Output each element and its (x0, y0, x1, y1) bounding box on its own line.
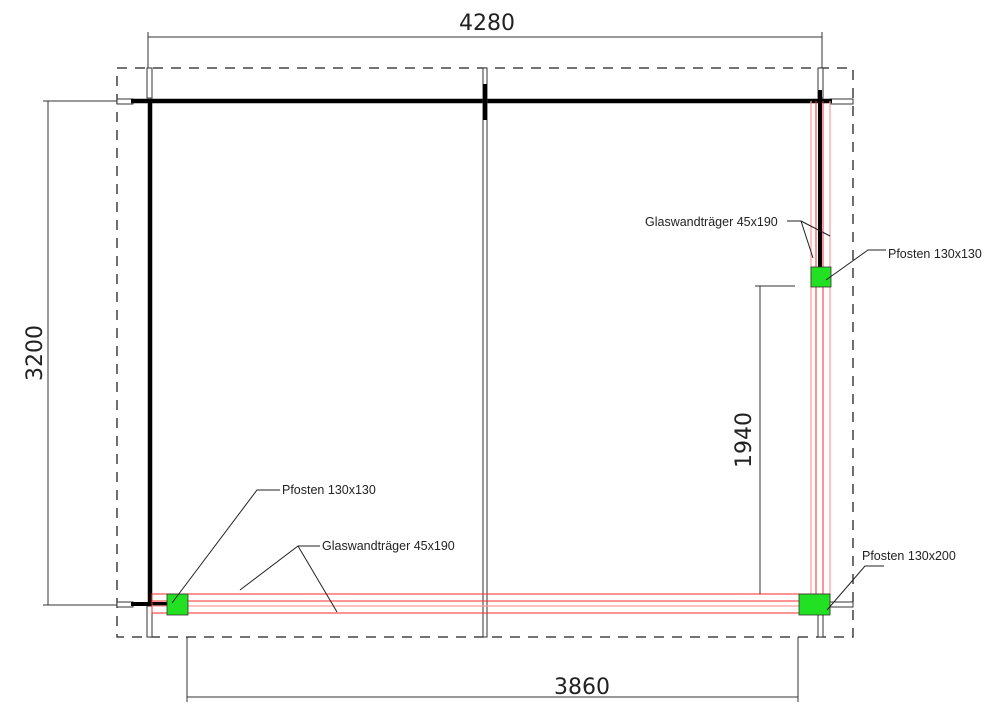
dimension-overall-width: 4280 (459, 11, 515, 36)
label-beam-bottom: Glaswandträger 45x190 (322, 539, 455, 553)
label-beam-right: Glaswandträger 45x190 (645, 215, 778, 229)
post-bottom-left (166, 593, 189, 616)
label-post-right-mid: Pfosten 130x130 (888, 247, 982, 261)
dimension-lines (43, 32, 823, 702)
walls (116, 67, 854, 638)
post-bottom-right (798, 593, 831, 616)
post-right-mid (810, 266, 832, 288)
dimension-partial-width: 3860 (554, 675, 610, 700)
label-post-bottom-right: Pfosten 130x200 (862, 549, 956, 563)
label-post-bottom-left: Pfosten 130x130 (282, 483, 376, 497)
dimension-partial-depth: 1940 (732, 412, 757, 468)
leader-lines (171, 220, 886, 613)
glass-wall-beams (151, 101, 831, 615)
dimension-overall-depth: 3200 (23, 325, 48, 381)
